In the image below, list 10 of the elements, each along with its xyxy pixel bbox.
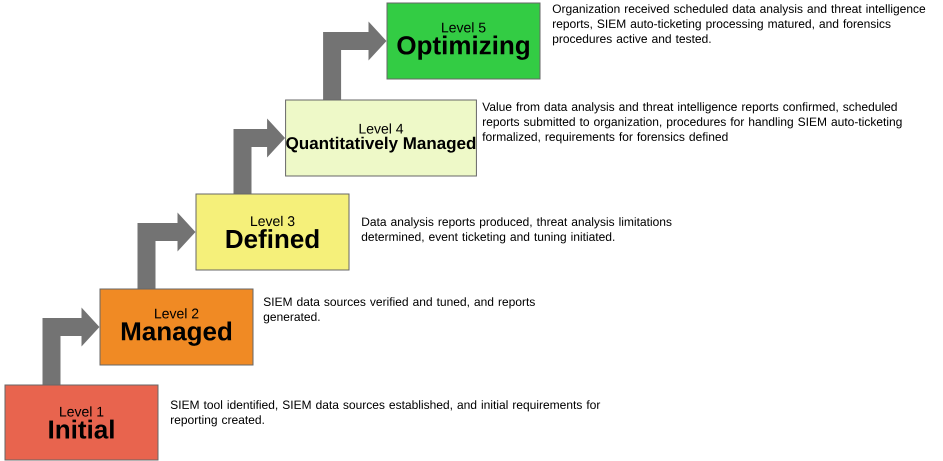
description-text: Value from data analysis and threat intelligence reports confirmed, scheduled reports submitted to organization, procedures for handling SIEM auto-ticketing formalized, requirements for forensics defined xyxy=(482,102,902,144)
description-text: Organization received scheduled data analysis and threat intelligence reports, SIEM auto-ticketing processing matured, and forensics procedures active and tested. xyxy=(552,4,926,46)
level-box: Level 4 Quantitatively Managed xyxy=(285,100,477,176)
level-box: Level 1 Initial xyxy=(4,384,158,460)
description-text: Data analysis reports produced, threat analysis limitations determined, event ticketing and tuning initiated. xyxy=(362,217,672,244)
description-text: SIEM data sources verified and tuned, and reports generated. xyxy=(264,297,535,324)
level-box: Level 3 Defined xyxy=(196,194,350,270)
description-text: SIEM tool identified, SIEM data sources established, and initial requirements for reporting created. xyxy=(170,400,600,426)
level-box: Level 2 Managed xyxy=(100,288,254,366)
level-box: Level 5 Optimizing xyxy=(386,2,540,80)
